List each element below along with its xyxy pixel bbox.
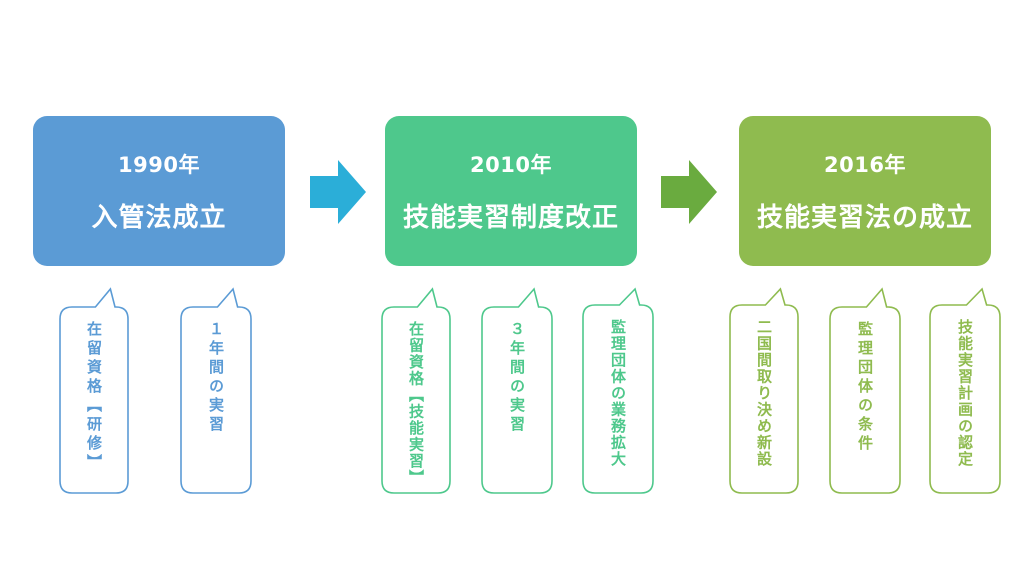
speech-bubble-icon xyxy=(582,287,654,494)
arrow-right-icon xyxy=(661,160,717,224)
speech-bubble-icon xyxy=(929,287,1001,494)
callout-bubble: 二国間取り決め新設 xyxy=(729,287,799,494)
callout-bubble: 在留資格【技能実習】 xyxy=(381,287,451,494)
speech-bubble-icon xyxy=(829,287,901,494)
stage-title: 入管法成立 xyxy=(91,202,227,233)
stage-year: 2016年 xyxy=(824,152,906,177)
stage-2010: 2010年 技能実習制度改正 xyxy=(385,116,637,266)
stage-year: 1990年 xyxy=(118,152,200,177)
callout-bubble: 在留資格【研修】 xyxy=(59,287,129,494)
stage-1990: 1990年 入管法成立 xyxy=(33,116,285,266)
speech-bubble-icon xyxy=(381,287,451,494)
callout-text: 監理団体の業務拡大 xyxy=(609,319,627,468)
callout-text: ３年間の実習 xyxy=(508,321,526,435)
callout-bubble: 技能実習計画の認定 xyxy=(929,287,1001,494)
speech-bubble-icon xyxy=(481,287,553,494)
callout-text: 二国間取り決め新設 xyxy=(755,319,773,468)
callout-bubble: １年間の実習 xyxy=(180,287,252,494)
callout-bubble: 監理団体の条件 xyxy=(829,287,901,494)
speech-bubble-icon xyxy=(729,287,799,494)
stage-2016: 2016年 技能実習法の成立 xyxy=(739,116,991,266)
callout-text: 技能実習計画の認定 xyxy=(956,319,974,468)
callout-text: １年間の実習 xyxy=(207,321,225,435)
arrow-right-icon xyxy=(310,160,366,224)
callout-bubble: ３年間の実習 xyxy=(481,287,553,494)
speech-bubble-icon xyxy=(59,287,129,494)
callout-text: 在留資格【研修】 xyxy=(85,321,103,473)
callout-text: 監理団体の条件 xyxy=(856,321,874,454)
callout-text: 在留資格【技能実習】 xyxy=(407,321,425,486)
callout-bubble: 監理団体の業務拡大 xyxy=(582,287,654,494)
stage-year: 2010年 xyxy=(470,152,552,177)
stage-title: 技能実習制度改正 xyxy=(402,202,619,233)
speech-bubble-icon xyxy=(180,287,252,494)
stage-title: 技能実習法の成立 xyxy=(756,202,973,233)
